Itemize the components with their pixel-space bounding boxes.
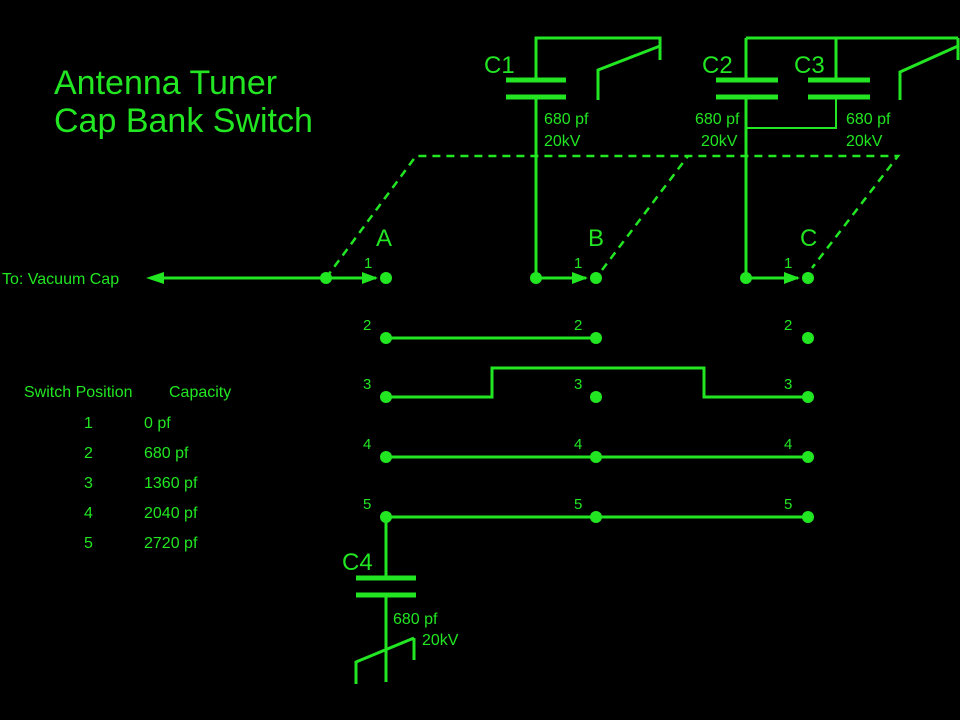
c4-name: C4: [342, 549, 373, 576]
wiper-a-arrow: [362, 272, 378, 284]
pos-a-1: 1: [364, 255, 372, 272]
table-row-3-position: 3: [84, 475, 93, 492]
deck-label-b: B: [588, 225, 604, 252]
c2-voltage: 20kV: [701, 133, 738, 150]
title-line-1: Antenna Tuner: [54, 64, 277, 102]
table-header-capacity: Capacity: [169, 384, 231, 401]
gang-linkage-b: [601, 155, 689, 271]
wiper-c-arrow: [784, 272, 800, 284]
pos3-wire: [386, 366, 808, 399]
pos-c-3: 3: [784, 376, 792, 393]
pos-a-3: 3: [363, 376, 371, 393]
capacitor-c1: [506, 36, 662, 278]
c4-voltage: 20kV: [422, 632, 459, 649]
c3-name: C3: [794, 52, 825, 79]
pos-b-4: 4: [574, 436, 582, 453]
deck-label-a: A: [376, 225, 392, 252]
c2-value: 680 pf: [695, 111, 740, 128]
c2-name: C2: [702, 52, 733, 79]
pos-c-4: 4: [784, 436, 792, 453]
capacitor-c2-c3: [716, 36, 960, 278]
table-row-4-position: 4: [84, 505, 93, 522]
table-row-1-position: 1: [84, 415, 93, 432]
table-row-4-capacity: 2040 pf: [144, 505, 198, 522]
c1-value: 680 pf: [544, 111, 589, 128]
deck-label-c: C: [800, 225, 817, 252]
table-header-position: Switch Position: [24, 384, 133, 401]
pos-b-1: 1: [574, 255, 582, 272]
c3-voltage: 20kV: [846, 133, 883, 150]
table-row-5-capacity: 2720 pf: [144, 535, 198, 552]
input-label: To: Vacuum Cap: [2, 271, 119, 288]
pos-a-2: 2: [363, 317, 371, 334]
input-arrow: [146, 272, 164, 284]
table-row-3-capacity: 1360 pf: [144, 475, 198, 492]
gang-linkage: [324, 154, 901, 279]
pos-b-2: 2: [574, 317, 582, 334]
table-row-1-capacity: 0 pf: [144, 415, 171, 432]
pos-a-5: 5: [363, 496, 371, 513]
capacitor-c4: [354, 517, 416, 684]
c3-value: 680 pf: [846, 111, 891, 128]
c1-name: C1: [484, 52, 515, 79]
table-row-5-position: 5: [84, 535, 93, 552]
pos-b-5: 5: [574, 496, 582, 513]
title-line-2: Cap Bank Switch: [54, 102, 313, 140]
c4-value: 680 pf: [393, 611, 438, 628]
pos-c-2: 2: [784, 317, 792, 334]
pos-a-4: 4: [363, 436, 371, 453]
wiper-b-arrow: [572, 272, 588, 284]
pos-c-5: 5: [784, 496, 792, 513]
table-row-2-position: 2: [84, 445, 93, 462]
table-row-2-capacity: 680 pf: [144, 445, 189, 462]
pos-c-1: 1: [784, 255, 792, 272]
pos-b-3: 3: [574, 376, 582, 393]
c1-voltage: 20kV: [544, 133, 581, 150]
